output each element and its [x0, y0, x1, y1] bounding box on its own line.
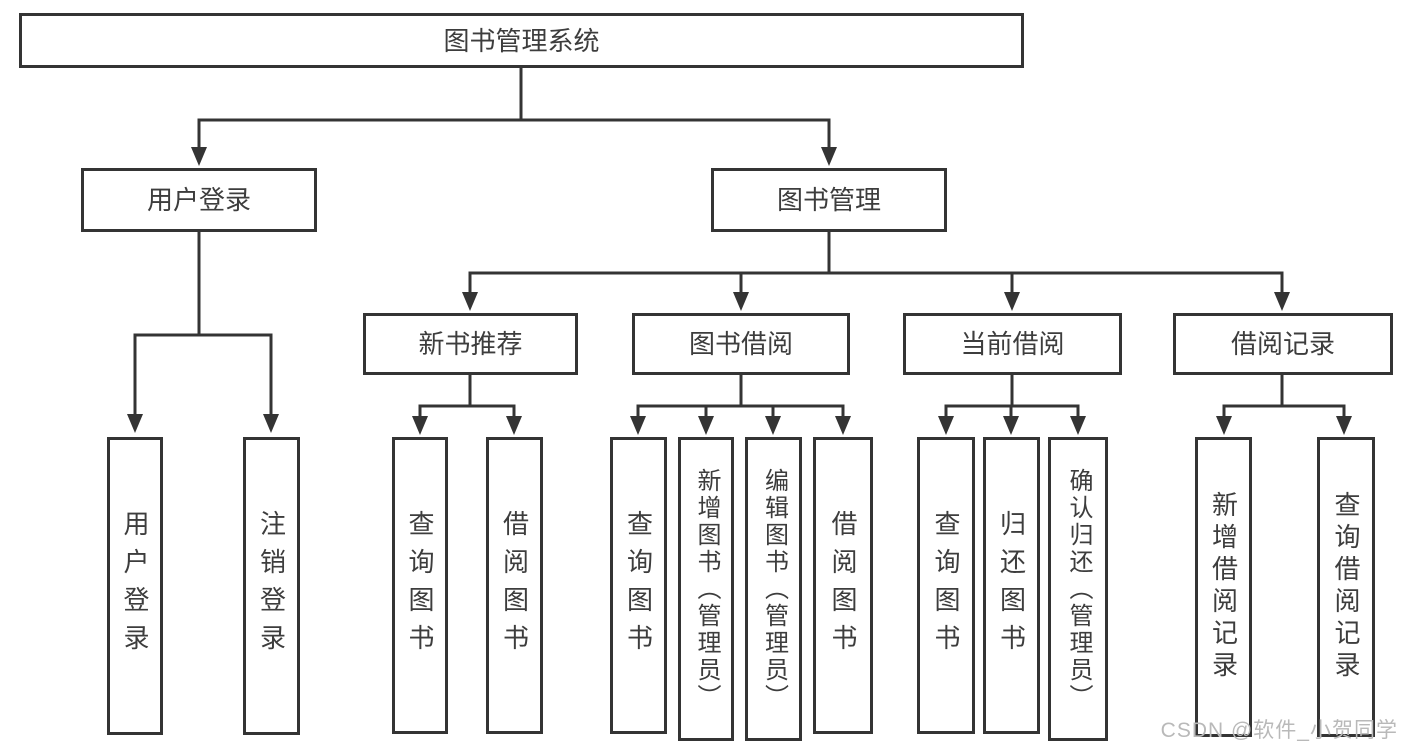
node-book-borrowing: 图书借阅	[632, 313, 850, 375]
node-user-login: 用户登录	[107, 437, 163, 735]
node-root: 图书管理系统	[19, 13, 1024, 68]
node-borrowing-records: 借阅记录	[1173, 313, 1393, 375]
node-query-borrow-record: 查询借阅记录	[1317, 437, 1375, 737]
node-add-book-admin: 新增图书（管理员）	[678, 437, 734, 741]
node-confirm-return-admin: 确认归还（管理员）	[1048, 437, 1108, 741]
node-query-books-borrowing: 查询图书	[610, 437, 667, 734]
node-logout: 注销登录	[243, 437, 300, 735]
node-query-books-recommend: 查询图书	[392, 437, 448, 734]
node-edit-book-admin: 编辑图书（管理员）	[745, 437, 802, 741]
node-new-book-recommend: 新书推荐	[363, 313, 578, 375]
node-current-borrowing: 当前借阅	[903, 313, 1122, 375]
node-query-books-current: 查询图书	[917, 437, 975, 734]
node-book-management: 图书管理	[711, 168, 947, 232]
node-borrow-books-recommend: 借阅图书	[486, 437, 543, 734]
node-return-books: 归还图书	[983, 437, 1040, 734]
watermark: CSDN @软件_小贺同学	[1160, 719, 1398, 742]
node-add-borrow-record: 新增借阅记录	[1195, 437, 1252, 737]
node-borrow-books: 借阅图书	[813, 437, 873, 734]
node-user-login-branch: 用户登录	[81, 168, 317, 232]
